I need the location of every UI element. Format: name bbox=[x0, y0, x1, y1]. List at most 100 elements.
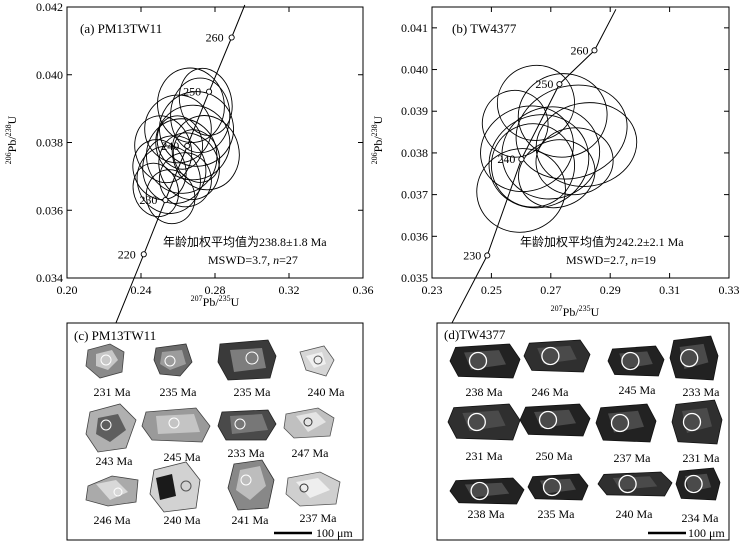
x-tick-label: 0.24 bbox=[131, 283, 152, 297]
x-tick-label: 0.23 bbox=[422, 283, 443, 297]
concordia-age-label: 230 bbox=[139, 193, 157, 207]
grain-age: 240 Ma bbox=[308, 385, 346, 399]
concordia-age-label: 260 bbox=[206, 31, 224, 45]
zircon-core bbox=[464, 350, 506, 370]
grain-age: 247 Ma bbox=[292, 446, 330, 460]
y-tick-label: 0.041 bbox=[401, 21, 428, 35]
x-tick-label: 0.25 bbox=[481, 283, 502, 297]
analysis-spot bbox=[682, 412, 702, 432]
zircon-grain bbox=[283, 407, 335, 439]
y-tick-label: 0.037 bbox=[401, 188, 428, 202]
panel-b-xlabel: 207Pb/235U bbox=[551, 304, 600, 319]
concordia-age-label: 260 bbox=[571, 43, 589, 57]
analysis-spot bbox=[468, 351, 488, 371]
error-ellipse bbox=[146, 118, 218, 194]
concordia-age-label: 230 bbox=[463, 249, 481, 263]
zircon-grain bbox=[141, 407, 211, 443]
panel-b-n-symbol: n bbox=[631, 253, 637, 267]
zircon-core bbox=[684, 473, 712, 492]
panel-a-ellipses bbox=[132, 67, 240, 225]
panel-b-concordia-curve: 230 240 250 260 bbox=[436, 9, 617, 352]
analysis-spot bbox=[680, 348, 699, 368]
x-tick-label: 0.27 bbox=[540, 283, 561, 297]
panel-a-title: (a) PM13TW11 bbox=[80, 21, 162, 36]
panel-d-title: (d)TW4377 bbox=[444, 327, 506, 342]
x-tick-label: 0.36 bbox=[353, 283, 374, 297]
error-ellipse bbox=[144, 94, 212, 164]
error-ellipse bbox=[171, 115, 240, 191]
x-tick-label: 0.29 bbox=[600, 283, 621, 297]
concordia-age-marker bbox=[518, 156, 525, 163]
analysis-spot bbox=[541, 346, 560, 366]
y-tick-label: 0.039 bbox=[401, 104, 428, 118]
grain-age: 240 Ma bbox=[616, 507, 654, 521]
zircon-grain bbox=[217, 409, 277, 441]
zircon-core bbox=[537, 345, 577, 364]
grain-age: 243 Ma bbox=[96, 454, 134, 468]
error-ellipse bbox=[157, 67, 225, 143]
concordia-age-marker bbox=[206, 88, 213, 95]
zircon-grain bbox=[85, 403, 137, 453]
grain-age: 240 Ma bbox=[164, 513, 202, 527]
analysis-spot bbox=[610, 413, 630, 433]
panel-d-age-labels: 238 Ma 246 Ma 245 Ma 233 Ma 231 Ma 250 M… bbox=[466, 383, 721, 525]
error-ellipse bbox=[517, 73, 608, 158]
error-ellipse bbox=[535, 127, 614, 196]
zircon-grain bbox=[285, 471, 341, 507]
panel-a-mswd-value: MSWD=3.7, bbox=[208, 253, 273, 267]
analysis-spot bbox=[538, 410, 558, 430]
error-ellipse bbox=[132, 162, 179, 218]
analysis-spot bbox=[618, 474, 637, 494]
concordia-age-label: 250 bbox=[535, 77, 553, 91]
zircon-core bbox=[534, 409, 576, 428]
concordia-curve bbox=[436, 9, 617, 352]
error-ellipse bbox=[178, 67, 233, 136]
panel-d-grains bbox=[447, 335, 723, 505]
error-ellipse bbox=[158, 132, 220, 201]
error-ellipse bbox=[158, 152, 212, 208]
error-ellipse bbox=[132, 139, 187, 200]
error-ellipse bbox=[501, 106, 601, 200]
grain-age: 235 Ma bbox=[234, 385, 272, 399]
concordia-age-label: 220 bbox=[118, 247, 136, 261]
zircon-core bbox=[608, 410, 644, 433]
zircon-grain bbox=[227, 459, 275, 511]
grain-age: 238 Ma bbox=[466, 385, 504, 399]
error-ellipse bbox=[136, 145, 201, 214]
y-tick-label: 0.034 bbox=[36, 271, 63, 285]
panel-c-age-labels: 231 Ma 235 Ma 235 Ma 240 Ma 243 Ma 245 M… bbox=[94, 385, 346, 527]
y-tick-label: 0.036 bbox=[401, 229, 428, 243]
grain-age: 233 Ma bbox=[228, 446, 266, 460]
zircon-grain bbox=[149, 461, 201, 513]
analysis-spot bbox=[542, 477, 562, 497]
y-tick-label: 0.036 bbox=[36, 203, 63, 217]
grain-age: 245 Ma bbox=[164, 450, 202, 464]
y-tick-label: 0.035 bbox=[401, 271, 428, 285]
zircon-core bbox=[540, 478, 576, 494]
grain-age: 237 Ma bbox=[614, 451, 652, 465]
panel-c-cl-images: (c) PM13TW11 bbox=[66, 322, 364, 541]
grain-age: 246 Ma bbox=[94, 513, 132, 527]
error-ellipse bbox=[142, 135, 207, 204]
zircon-core bbox=[464, 482, 510, 498]
y-tick-label: 0.038 bbox=[36, 136, 63, 150]
y-tick-label: 0.038 bbox=[401, 146, 428, 160]
y-tick-label: 0.040 bbox=[401, 63, 428, 77]
concordia-age-label: 240 bbox=[161, 139, 179, 153]
panel-b-mean-age: 年龄加权平均值为242.2±2.1 Ma bbox=[520, 234, 684, 249]
zircon-grain bbox=[85, 475, 139, 507]
x-tick-label: 0.28 bbox=[205, 283, 226, 297]
grain-age: 235 Ma bbox=[160, 385, 198, 399]
panel-a-mswd: MSWD=3.7, n=27 bbox=[208, 253, 298, 267]
error-ellipse bbox=[476, 148, 566, 233]
error-ellipse bbox=[156, 115, 204, 170]
panel-b-mswd-value: MSWD=2.7, bbox=[566, 253, 631, 267]
error-ellipse bbox=[172, 129, 221, 183]
panel-b-n-value: =19 bbox=[637, 253, 656, 267]
concordia-age-label: 240 bbox=[497, 152, 515, 166]
